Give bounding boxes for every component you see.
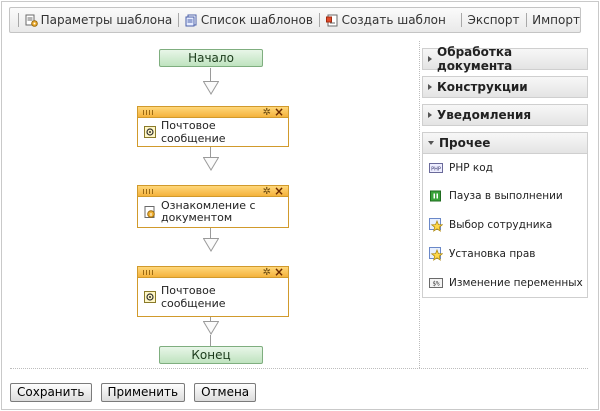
- drag-handle-icon[interactable]: [143, 189, 153, 194]
- block-body: Почтовое сообщение: [138, 278, 288, 316]
- chevron-right-icon: [428, 112, 432, 118]
- pause-icon: [429, 190, 443, 202]
- end-node-label: Конец: [191, 348, 231, 362]
- flow-connector: [203, 228, 219, 258]
- save-button[interactable]: Сохранить: [10, 383, 92, 402]
- palette-item-pause[interactable]: Пауза в выполнении: [423, 182, 587, 210]
- workflow-canvas: Начало ✲ × Почтовое сообщение ✲ ×: [10, 41, 415, 368]
- footer-divider: [10, 368, 588, 369]
- create-template-button[interactable]: Создать шаблон: [325, 10, 446, 30]
- palette-section-document-processing[interactable]: Обработка документа: [422, 45, 588, 73]
- flow-connector: [203, 68, 219, 96]
- start-node: Начало: [159, 49, 263, 67]
- template-params-button[interactable]: Параметры шаблона: [25, 10, 173, 30]
- gear-icon[interactable]: ✲: [262, 107, 271, 118]
- toolbar-separator: [525, 13, 527, 27]
- star-user-icon: [429, 217, 444, 232]
- export-label: Экспорт: [467, 13, 520, 27]
- palette-section-other[interactable]: Прочее: [422, 132, 588, 154]
- variables-icon: $%: [429, 277, 443, 289]
- palette-item-php[interactable]: PHP PHP код: [423, 154, 587, 182]
- new-document-icon: [325, 14, 339, 27]
- palette-item-label: Выбор сотрудника: [449, 218, 553, 231]
- end-node: Конец: [159, 346, 263, 364]
- block-header[interactable]: ✲ ×: [138, 265, 288, 279]
- palette-item-label: Установка прав: [449, 247, 536, 260]
- section-label: Обработка документа: [437, 45, 513, 73]
- block-label: Почтовое сообщение: [161, 284, 226, 310]
- workflow-block[interactable]: ✲ × Почтовое сообщение: [137, 266, 289, 317]
- block-header[interactable]: ✲ ×: [138, 184, 288, 198]
- drag-handle-icon[interactable]: [143, 270, 153, 275]
- palette-item-label: Изменение переменных: [449, 276, 583, 289]
- star-permission-icon: [429, 246, 444, 261]
- palette-item-label: PHP код: [449, 162, 493, 174]
- cancel-button[interactable]: Отмена: [194, 383, 257, 402]
- workflow-block[interactable]: ✲ × Почтовое сообщение: [137, 106, 289, 147]
- palette-section-notifications[interactable]: Уведомления: [422, 104, 588, 126]
- email-icon: [144, 126, 156, 138]
- apply-button[interactable]: Применить: [100, 383, 186, 402]
- document-info-icon: [144, 206, 156, 218]
- close-icon[interactable]: ×: [273, 265, 284, 279]
- block-body: Почтовое сообщение: [138, 118, 288, 146]
- block-label: Ознакомление с документом: [161, 199, 256, 224]
- flow-connector: [203, 317, 219, 346]
- settings-gear-icon: [25, 14, 38, 27]
- chevron-down-icon: [428, 141, 434, 145]
- palette-section-constructions[interactable]: Конструкции: [422, 76, 588, 98]
- section-label: Конструкции: [437, 80, 528, 94]
- import-label: Импорт: [532, 13, 580, 27]
- palette-section-other-items: PHP PHP код Пауза в выполнении Выбор сот…: [422, 154, 588, 298]
- list-icon: [185, 14, 198, 27]
- activity-palette: Обработка документа Конструкции Уведомле…: [422, 45, 588, 298]
- toolbar-separator: [318, 13, 320, 27]
- block-body: Ознакомление с документом: [138, 197, 288, 227]
- create-template-label: Создать шаблон: [341, 13, 446, 27]
- gear-icon[interactable]: ✲: [262, 186, 271, 197]
- toolbar: Параметры шаблона Список шаблонов Создат…: [9, 7, 581, 33]
- section-label: Прочее: [439, 136, 491, 150]
- svg-text:PHP: PHP: [431, 167, 441, 173]
- flow-connector: [203, 147, 219, 177]
- close-icon[interactable]: ×: [273, 105, 284, 119]
- toolbar-separator: [18, 13, 19, 27]
- block-header[interactable]: ✲ ×: [138, 105, 288, 119]
- chevron-right-icon: [428, 84, 432, 90]
- panel-divider: [419, 41, 420, 368]
- palette-item-change-variables[interactable]: $% Изменение переменных: [423, 268, 587, 297]
- start-node-label: Начало: [188, 51, 234, 65]
- toolbar-separator: [178, 13, 179, 27]
- import-button[interactable]: Импорт: [532, 10, 580, 30]
- gear-icon[interactable]: ✲: [262, 267, 271, 278]
- toolbar-separator: [460, 13, 462, 27]
- email-icon: [144, 291, 156, 303]
- workflow-block[interactable]: ✲ × Ознакомление с документом: [137, 185, 289, 228]
- drag-handle-icon[interactable]: [143, 110, 153, 115]
- export-button[interactable]: Экспорт: [467, 10, 519, 30]
- template-list-label: Список шаблонов: [200, 13, 313, 27]
- palette-item-set-permissions[interactable]: Установка прав: [423, 239, 587, 268]
- block-label: Почтовое сообщение: [161, 119, 226, 145]
- template-list-button[interactable]: Список шаблонов: [185, 10, 313, 30]
- svg-text:$%: $%: [432, 280, 440, 287]
- chevron-right-icon: [428, 56, 432, 62]
- template-params-label: Параметры шаблона: [40, 13, 173, 27]
- palette-item-label: Пауза в выполнении: [449, 190, 563, 202]
- section-label: Уведомления: [437, 108, 532, 122]
- footer-buttons: Сохранить Применить Отмена: [10, 383, 265, 402]
- palette-item-select-employee[interactable]: Выбор сотрудника: [423, 210, 587, 239]
- php-icon: PHP: [429, 162, 443, 174]
- close-icon[interactable]: ×: [273, 184, 284, 198]
